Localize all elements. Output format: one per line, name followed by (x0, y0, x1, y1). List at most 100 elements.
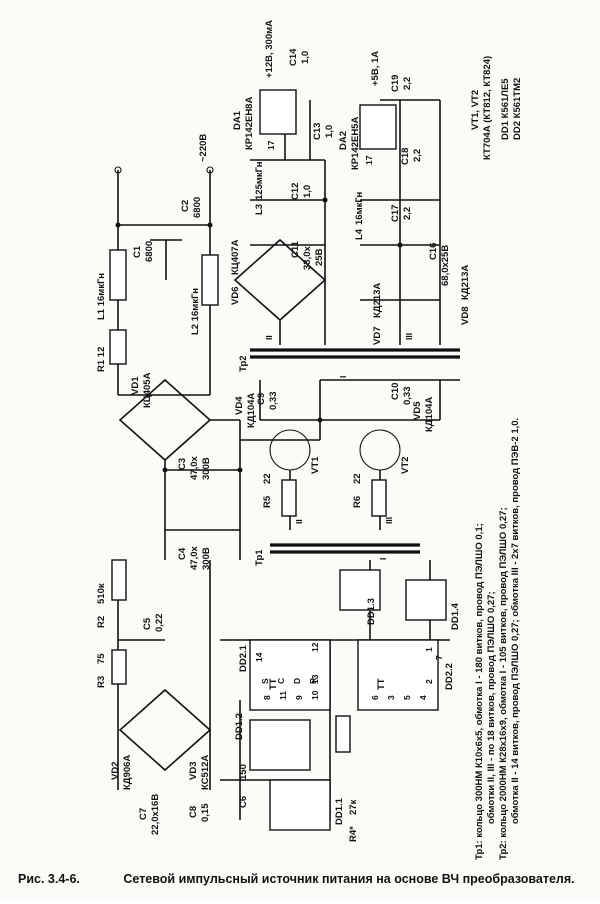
winding-2b: II (264, 335, 274, 340)
label-c4v: 47,0x (189, 546, 200, 570)
label-vd5t: КД104А (424, 397, 435, 432)
label-c7v: 22,0x16В (150, 794, 161, 835)
label-r2v: 510к (96, 583, 107, 604)
label-c10v: 0,33 (402, 387, 413, 406)
pin-r1: R (308, 678, 318, 684)
note-line-3: Тр2: кольцо 2000НМ К28x16x9, обмотка I -… (498, 507, 509, 860)
label-vd8: VD8 (460, 307, 471, 325)
label-c18: C18 (400, 148, 411, 165)
label-l4v: 16мкГн (354, 192, 365, 225)
label-out12: +12В, 300мА (264, 20, 275, 78)
label-l3v: 125мкГн (254, 161, 265, 200)
label-r6v: 22 (352, 473, 363, 484)
label-dd12: DD1.2 (234, 713, 245, 740)
label-c9v: 0,33 (268, 392, 279, 411)
label-c3: C3 (177, 458, 188, 470)
legend-line-2: КТ704А (КТ812, КТ824) (482, 56, 493, 160)
label-dd21: DD2.1 (238, 644, 249, 672)
pin-14a: 14 (254, 652, 264, 662)
label-c3v2: 300В (201, 457, 212, 480)
label-r3v: 75 (96, 653, 107, 664)
note-line-4: обмотка II - 14 витков, провод ПЭЛШО 0,2… (510, 418, 521, 824)
label-vd8t: КД213А (460, 265, 471, 300)
label-out5: +5В, 1А (370, 51, 381, 86)
label-r4v: 27к (348, 799, 359, 815)
component-labels: ~220В C1 6800 C2 6800 L1 16мкГн L2 16мкГ… (96, 20, 523, 842)
label-da2t: КР142ЕН5А (350, 117, 361, 170)
pin-5: 5 (402, 695, 412, 700)
label-l2: L2 16мкГн (190, 288, 201, 335)
label-l3: L3 (254, 204, 265, 215)
label-l1: L1 16мкГн (96, 273, 107, 320)
label-c11v2: 25В (314, 248, 325, 266)
label-c19v: 2,2 (402, 77, 413, 90)
label-vd2: VD2 (110, 762, 121, 780)
label-r2: R2 (96, 616, 107, 628)
pin-2: 2 (424, 679, 434, 684)
note-line-2: обмотки II, III - по 18 витков, провод П… (486, 591, 497, 824)
label-c13: C13 (312, 123, 323, 140)
label-vd2t: КД906А (122, 755, 133, 790)
label-mains: ~220В (198, 134, 209, 162)
label-tt2: TT (376, 678, 387, 690)
label-c14v: 1,0 (300, 51, 311, 64)
pin-c1: C (276, 678, 286, 684)
label-vd1: VD1 (130, 376, 141, 395)
label-vd1t: КЦ405А (142, 372, 153, 408)
label-r5: R5 (262, 495, 273, 508)
legend-line-1: VT1, VT2 (470, 90, 481, 130)
pin-4: 4 (418, 695, 428, 700)
label-c1v: 6800 (144, 241, 155, 262)
label-l4: L4 (354, 228, 365, 240)
label-c8: C8 (188, 806, 199, 818)
pin-12: 12 (310, 642, 320, 652)
winding-notes: Тр1: кольцо 300НМ К10x6x5, обмотка I - 1… (474, 418, 521, 860)
label-c2: C2 (180, 200, 191, 212)
pin-8: 8 (262, 695, 272, 700)
pin-d1: D (292, 678, 302, 684)
label-vd7: VD7 (372, 327, 383, 345)
note-line-1: Тр1: кольцо 300НМ К10x6x5, обмотка I - 1… (474, 523, 485, 860)
label-c12v: 1,0 (302, 185, 313, 198)
pin-17a: 17 (266, 140, 276, 150)
label-da1t: КР142ЕН8А (244, 97, 255, 150)
legend-line-4: DD2 К561ТМ2 (512, 78, 523, 140)
label-vd3t: КС512А (200, 755, 211, 790)
label-c16: C16 (428, 243, 439, 260)
label-c2v: 6800 (192, 197, 203, 218)
label-vd7t: КД213А (372, 283, 383, 318)
label-r4: R4* (348, 826, 359, 842)
label-vt2: VT2 (400, 457, 411, 474)
pin-3: 3 (386, 695, 396, 700)
winding-3a: III (384, 517, 394, 524)
label-c14: C14 (288, 48, 299, 66)
label-c19: C19 (390, 75, 401, 92)
label-c4v2: 300В (201, 547, 212, 570)
label-c17: C17 (390, 205, 401, 222)
label-vd6: VD6 (230, 287, 241, 305)
label-c6: C6 (238, 796, 249, 808)
pin-labels: 14 12 13 8 11 9 10 1 2 6 3 5 4 7 17 17 S… (254, 140, 444, 700)
label-c5: C5 (142, 617, 153, 630)
label-r1: R1 12 (96, 347, 107, 372)
winding-1b: I (338, 376, 348, 378)
label-c3v: 47,0x (189, 456, 200, 480)
pin-11: 11 (278, 691, 288, 700)
label-c18v: 2,2 (412, 149, 423, 162)
pin-17b: 17 (364, 155, 374, 165)
pin-1: 1 (424, 647, 434, 652)
label-vd4t: КД104А (246, 393, 257, 428)
label-tp2: Тр2 (238, 355, 249, 372)
figure-number: Рис. 3.4-6. (18, 872, 80, 886)
winding-2a: II (294, 519, 304, 524)
label-c1: C1 (132, 245, 143, 258)
pin-10: 10 (310, 690, 320, 700)
label-c9: C9 (256, 393, 267, 405)
label-c17v: 2,2 (402, 207, 413, 220)
label-c11v: 33,0x (302, 246, 313, 270)
label-vd4: VD4 (234, 396, 245, 415)
label-c4: C4 (177, 547, 188, 560)
pin-7: 7 (434, 655, 444, 660)
